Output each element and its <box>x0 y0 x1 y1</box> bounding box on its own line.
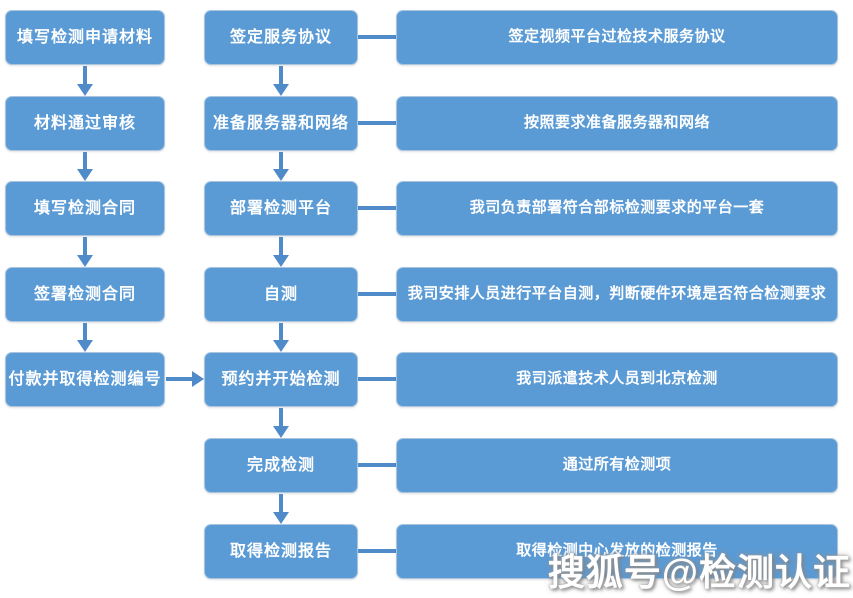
down-arrow-icon <box>77 152 93 181</box>
flow-step-fill-application: 填写检测申请材料 <box>5 10 165 65</box>
flow-desc-get-issued-report: 取得检测中心发放的检测报告 <box>396 524 838 579</box>
down-arrow-icon <box>77 66 93 96</box>
connector-line <box>358 121 396 125</box>
watermark: 搜狐号@检测认证 <box>547 552 851 593</box>
flow-step-self-test: 自测 <box>204 267 358 322</box>
flow-step-sign-contract: 签署检测合同 <box>5 267 165 322</box>
flow-desc-pass-all-items: 通过所有检测项 <box>396 438 838 493</box>
connector-line <box>358 35 396 39</box>
flow-step-deploy-platform: 部署检测平台 <box>204 181 358 236</box>
flow-step-complete-test: 完成检测 <box>204 438 358 493</box>
right-arrow-icon <box>166 371 204 387</box>
down-arrow-icon <box>273 494 289 524</box>
flow-desc-send-staff-beijing: 我司派遣技术人员到北京检测 <box>396 352 838 407</box>
down-arrow-icon <box>273 408 289 438</box>
flow-step-pay-get-number: 付款并取得检测编号 <box>5 352 165 407</box>
flow-step-prepare-server: 准备服务器和网络 <box>204 96 358 151</box>
down-arrow-icon <box>273 152 289 181</box>
flow-desc-sign-video-agreement: 签定视频平台过检技术服务协议 <box>396 10 838 65</box>
flow-step-book-and-start-test: 预约并开始检测 <box>204 352 358 407</box>
flow-step-fill-contract: 填写检测合同 <box>5 181 165 236</box>
connector-line <box>358 549 396 553</box>
connector-line <box>358 377 396 381</box>
flow-step-material-review: 材料通过审核 <box>5 96 165 151</box>
down-arrow-icon <box>273 66 289 96</box>
down-arrow-icon <box>273 323 289 352</box>
down-arrow-icon <box>77 237 93 267</box>
down-arrow-icon <box>273 237 289 267</box>
flow-desc-we-self-test: 我司安排人员进行平台自测，判断硬件环境是否符合检测要求 <box>396 267 838 322</box>
flow-step-get-report: 取得检测报告 <box>204 524 358 579</box>
flow-desc-we-deploy-platform: 我司负责部署符合部标检测要求的平台一套 <box>396 181 838 236</box>
connector-line <box>358 463 396 467</box>
connector-line <box>358 206 396 210</box>
connector-line <box>358 292 396 296</box>
down-arrow-icon <box>77 323 93 352</box>
flow-desc-prepare-per-reqs: 按照要求准备服务器和网络 <box>396 96 838 151</box>
flow-step-sign-service-agreement: 签定服务协议 <box>204 10 358 65</box>
